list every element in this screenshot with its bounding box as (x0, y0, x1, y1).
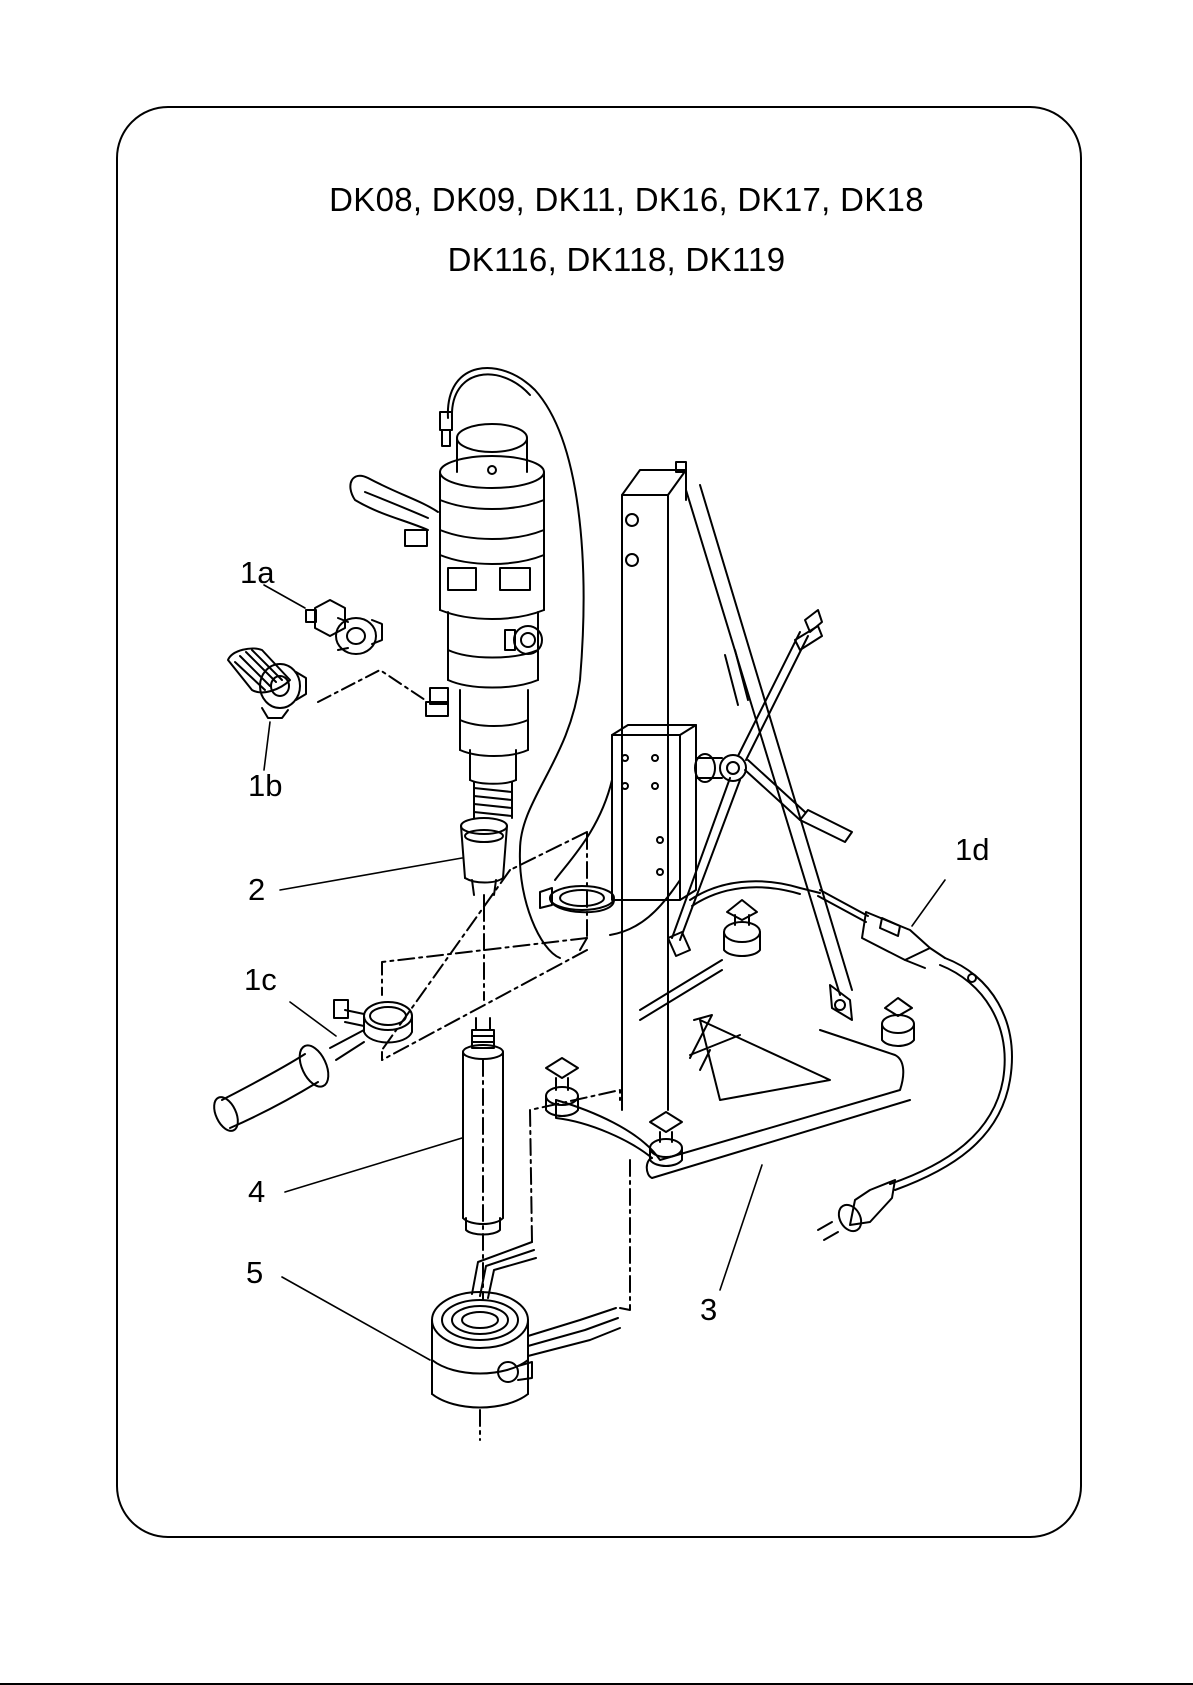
part-1d-cable-switch (690, 881, 1012, 1240)
callout-1b: 1b (248, 768, 282, 803)
part-1c-side-handle (209, 1000, 412, 1135)
part-2-adapter-sleeve (461, 818, 507, 905)
assembly-lines (382, 832, 630, 1440)
callout-2: 2 (248, 872, 265, 907)
callout-1a: 1a (240, 555, 275, 590)
callout-1c: 1c (244, 962, 277, 997)
callout-3: 3 (700, 1292, 717, 1327)
part-1a-adapter (306, 600, 382, 654)
leader-lines (264, 585, 945, 1360)
callout-1d: 1d (955, 832, 989, 867)
part-5-water-collector (432, 1242, 620, 1408)
rear-handle (350, 476, 438, 546)
part-3-drill-stand (540, 462, 914, 1178)
callout-5: 5 (246, 1255, 263, 1290)
part-1b-adapter (228, 648, 306, 718)
drill-motor (426, 368, 584, 958)
callout-4: 4 (248, 1174, 265, 1209)
